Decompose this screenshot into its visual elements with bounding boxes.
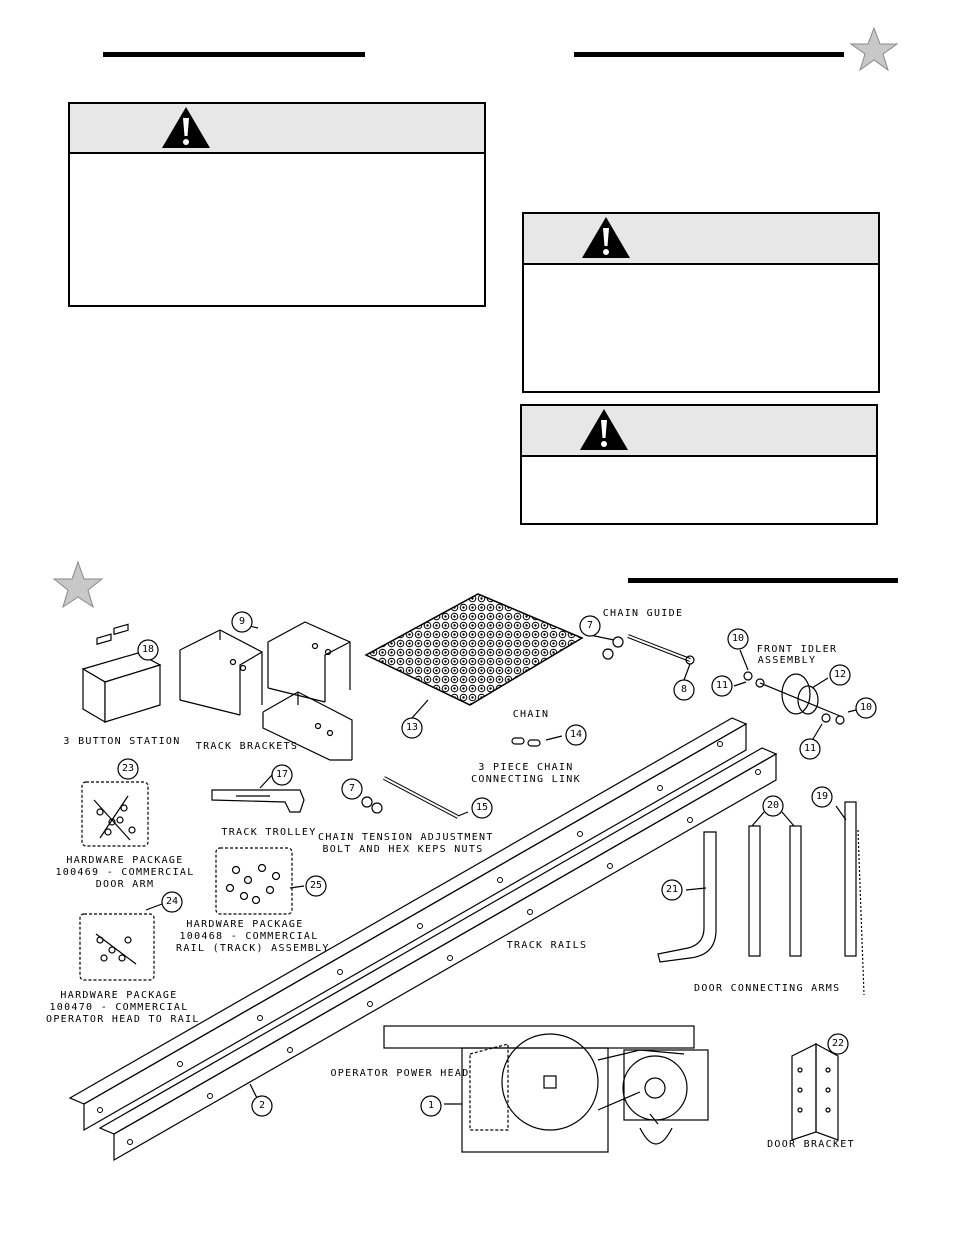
callout-21 <box>661 879 683 901</box>
label-hw24-2: 100470 - COMMERCIAL <box>49 1002 189 1013</box>
callout-9 <box>231 611 253 633</box>
label-button-station: 3 BUTTON STATION <box>63 736 181 747</box>
callout-7a <box>579 615 601 637</box>
label-hw24-1: HARDWARE PACKAGE <box>60 990 178 1001</box>
warning-box-1 <box>68 102 486 307</box>
callout-19 <box>811 786 833 808</box>
operator-power-head <box>383 1025 709 1153</box>
tension-bolt <box>361 776 469 819</box>
callout-15 <box>471 797 493 819</box>
section-rule-right <box>628 578 898 583</box>
callout-7b-text: 7 <box>348 783 356 794</box>
label-tension-1: CHAIN TENSION ADJUSTMENT <box>318 832 494 843</box>
callout-7b <box>341 778 363 800</box>
track-trolley <box>211 774 305 813</box>
warning-icon <box>582 217 630 258</box>
callout-20-text: 20 <box>766 800 780 811</box>
label-chain-guide: CHAIN GUIDE <box>602 608 684 619</box>
callout-1-text: 1 <box>427 1100 435 1111</box>
callout-21-text: 21 <box>665 884 679 895</box>
callout-23 <box>117 758 139 780</box>
callout-11b <box>799 738 821 760</box>
callout-14 <box>565 724 587 746</box>
callout-1 <box>420 1095 442 1117</box>
header-rule-right <box>574 52 844 57</box>
label-hw25-3: RAIL (TRACK) ASSEMBLY <box>176 943 330 954</box>
label-hw25-2: 100468 - COMMERCIAL <box>179 931 319 942</box>
header-rule-left <box>103 52 365 57</box>
label-door-bracket: DOOR BRACKET <box>767 1139 855 1150</box>
label-front-idler-2: ASSEMBLY <box>757 655 817 666</box>
hardware-package-23 <box>81 781 149 847</box>
warning-header <box>522 406 876 457</box>
door-connecting-arms <box>657 801 865 996</box>
callout-15-text: 15 <box>475 802 489 813</box>
warning-header <box>70 104 484 154</box>
callout-8 <box>673 679 695 701</box>
label-track-trolley: TRACK TROLLEY <box>221 827 317 838</box>
warning-icon <box>580 409 628 450</box>
callout-20 <box>762 795 784 817</box>
callout-17 <box>271 764 293 786</box>
door-bracket <box>791 1042 839 1141</box>
callout-18-text: 18 <box>141 644 155 655</box>
chain-guide <box>589 634 695 681</box>
callout-22-text: 22 <box>831 1038 845 1049</box>
callout-23-text: 23 <box>121 763 135 774</box>
label-track-rails: TRACK RAILS <box>506 940 588 951</box>
callout-24 <box>161 891 183 913</box>
label-front-idler-1: FRONT IDLER <box>756 644 838 655</box>
track-rails <box>68 717 778 1162</box>
connecting-link <box>511 735 563 747</box>
button-station <box>81 623 162 724</box>
label-chain-link-1: 3 PIECE CHAIN <box>478 762 574 773</box>
track-brackets <box>179 621 353 761</box>
callout-12-text: 12 <box>833 669 847 680</box>
callout-10b <box>855 697 877 719</box>
callout-10a-text: 10 <box>731 633 745 644</box>
callout-11b-text: 11 <box>803 743 817 754</box>
label-tension-2: BOLT AND HEX KEPS NUTS <box>322 844 484 855</box>
label-hw25-1: HARDWARE PACKAGE <box>186 919 304 930</box>
callout-18 <box>137 639 159 661</box>
callout-11a <box>711 675 733 697</box>
callout-17-text: 17 <box>275 769 289 780</box>
callout-8-text: 8 <box>680 684 688 695</box>
callout-10b-text: 10 <box>859 702 873 713</box>
callout-25 <box>305 875 327 897</box>
callout-2-text: 2 <box>258 1100 266 1111</box>
hardware-package-24 <box>79 903 163 981</box>
callout-24-text: 24 <box>165 896 179 907</box>
label-hw23-3: DOOR ARM <box>95 879 155 890</box>
label-power-head: OPERATOR POWER HEAD <box>330 1068 470 1079</box>
callout-2 <box>251 1095 273 1117</box>
label-chain-link-2: CONNECTING LINK <box>471 774 581 785</box>
callout-22 <box>827 1033 849 1055</box>
label-chain: CHAIN <box>512 709 550 720</box>
label-hw23-2: 100469 - COMMERCIAL <box>55 867 195 878</box>
hardware-package-25 <box>215 847 305 915</box>
callout-13 <box>401 717 423 739</box>
label-hw24-3: OPERATOR HEAD TO RAIL <box>46 1014 200 1025</box>
chain-coil <box>364 593 584 706</box>
warning-icon <box>162 107 210 148</box>
label-hw23-1: HARDWARE PACKAGE <box>66 855 184 866</box>
warning-header <box>524 214 878 265</box>
label-door-arms: DOOR CONNECTING ARMS <box>694 983 841 994</box>
callout-11a-text: 11 <box>715 680 729 691</box>
callout-14-text: 14 <box>569 729 583 740</box>
callout-9-text: 9 <box>238 616 246 627</box>
callout-10a <box>727 628 749 650</box>
callout-7a-text: 7 <box>586 620 594 631</box>
callout-19-text: 19 <box>815 791 829 802</box>
callout-13-text: 13 <box>405 722 419 733</box>
label-track-brackets: TRACK BRACKETS <box>195 741 299 752</box>
warning-box-3 <box>520 404 878 525</box>
warning-box-2 <box>522 212 880 393</box>
callout-12 <box>829 664 851 686</box>
callout-25-text: 25 <box>309 880 323 891</box>
